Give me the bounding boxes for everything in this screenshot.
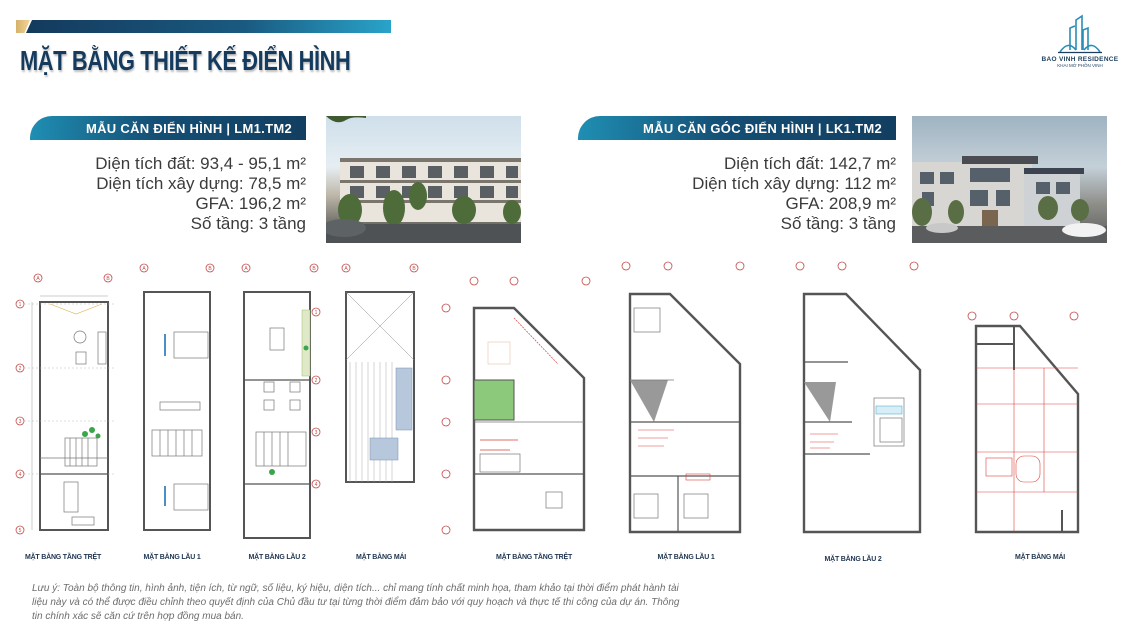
header-accent-bar (16, 20, 391, 33)
svg-text:1: 1 (19, 302, 22, 308)
unit-1-label-ground: MẶT BẰNG TẦNG TRỆT (24, 554, 102, 561)
svg-text:B: B (412, 266, 416, 272)
unit-1-ribbon: MẪU CĂN ĐIỂN HÌNH | LM1.TM2 (30, 116, 306, 140)
svg-text:A: A (344, 266, 348, 272)
unit-2-plan-floor-1 (614, 258, 770, 544)
unit-1-label-floor-1: MẶT BẰNG LẦU 1 (143, 554, 201, 561)
svg-text:1: 1 (315, 310, 318, 316)
svg-text:4: 4 (19, 472, 22, 478)
unit-1-label-roof: MẶT BẰNG MÁI (355, 554, 407, 561)
disclaimer-note: Lưu ý: Toàn bộ thông tin, hình ảnh, tiện… (32, 583, 680, 622)
svg-text:A: A (244, 266, 248, 272)
svg-text:4: 4 (315, 482, 318, 488)
page-title: MẶT BẰNG THIẾT KẾ ĐIỂN HÌNH (20, 45, 351, 76)
row-townhouse-image (326, 116, 521, 243)
svg-text:B: B (312, 266, 316, 272)
floors: Số tầng: 3 tầng (190, 214, 306, 233)
blue-accent (26, 20, 391, 33)
building-logo-icon (1058, 14, 1102, 54)
svg-text:2: 2 (19, 366, 22, 372)
gfa: GFA: 208,9 m² (785, 194, 896, 213)
unit-2-label-ground: MẶT BẰNG TẦNG TRỆT (495, 554, 573, 561)
unit-2-label-roof: MẶT BẰNG MÁI (1014, 554, 1066, 561)
svg-text:A: A (142, 266, 146, 272)
build-area: Diện tích xây dựng: 78,5 m² (96, 174, 306, 193)
unit-2-plan-floor-2 (790, 258, 940, 544)
unit-2-label-floor-2: MẶT BẰNG LẦU 2 (824, 556, 882, 563)
corner-townhouse-image (912, 156, 1107, 243)
logo-tagline: KHAI MỞ PHỒN VINH (1057, 63, 1103, 68)
unit-1-specs: Diện tích đất: 93,4 - 95,1 m² Diện tích … (95, 154, 306, 234)
unit-1-plan-floor-2: A B 1 2 3 4 (232, 262, 324, 544)
svg-text:5: 5 (19, 528, 22, 534)
svg-text:B: B (106, 276, 110, 282)
unit-2-label-floor-1: MẶT BẰNG LẦU 1 (657, 554, 715, 561)
logo-brand-text: BAO VINH RESIDENCE (1041, 56, 1119, 63)
floors: Số tầng: 3 tầng (780, 214, 896, 233)
brand-logo: BAO VINH RESIDENCE KHAI MỞ PHỒN VINH (1040, 14, 1120, 74)
unit-2-specs: Diện tích đất: 142,7 m² Diện tích xây dự… (692, 154, 896, 234)
unit-2-ribbon: MẪU CĂN GÓC ĐIỂN HÌNH | LK1.TM2 (578, 116, 896, 140)
svg-text:A: A (36, 276, 40, 282)
gfa: GFA: 196,2 m² (195, 194, 306, 213)
unit-1-photo (326, 116, 521, 243)
unit-2-photo (912, 116, 1107, 243)
unit-2-plan-roof (950, 310, 1110, 544)
svg-text:3: 3 (315, 430, 318, 436)
svg-text:3: 3 (19, 419, 22, 425)
svg-text:2: 2 (315, 378, 318, 384)
svg-text:B: B (208, 266, 212, 272)
build-area: Diện tích xây dựng: 112 m² (692, 174, 896, 193)
land-area: Diện tích đất: 93,4 - 95,1 m² (95, 154, 306, 173)
land-area: Diện tích đất: 142,7 m² (724, 154, 896, 173)
unit-1-plan-ground: A B 1 2 3 4 5 (10, 262, 120, 544)
unit-2-plan-ground (440, 262, 600, 544)
unit-1-label-floor-2: MẶT BẰNG LẦU 2 (248, 554, 306, 561)
